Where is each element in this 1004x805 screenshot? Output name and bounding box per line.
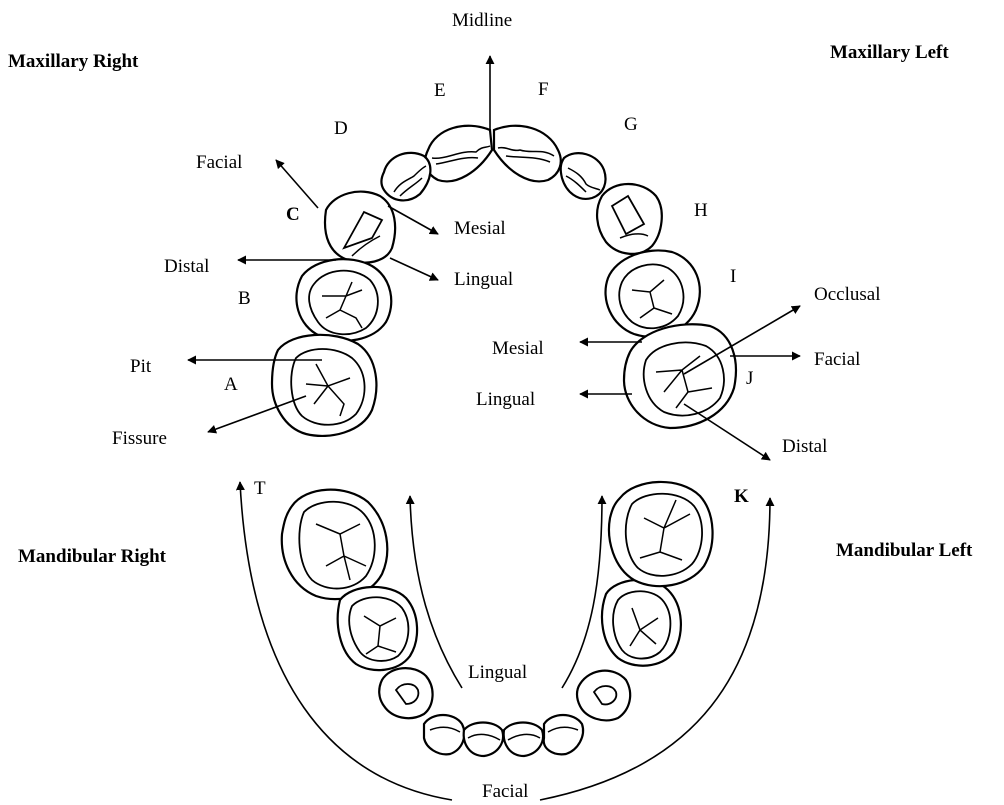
tooth-P (464, 723, 503, 757)
tooth-Q (424, 715, 464, 754)
lingual-curve-left (562, 496, 602, 688)
tooth-N (544, 715, 583, 754)
label-pit: Pit (130, 356, 152, 377)
tooth-B (296, 259, 391, 341)
tooth-J (624, 324, 736, 428)
tooth-C (325, 192, 395, 263)
tooth-O (504, 723, 543, 757)
tooth-H (597, 184, 662, 254)
quadrant-title-mandibular-left: Mandibular Left (836, 540, 973, 561)
tooth-letter-H: H (694, 200, 708, 221)
tooth-D (381, 153, 430, 201)
tooth-T (282, 490, 387, 599)
tooth-letter-J: J (746, 368, 753, 389)
tooth-A (272, 335, 376, 436)
tooth-letter-B: B (238, 288, 251, 309)
tooth-K (609, 482, 713, 586)
label-distal-left: Distal (164, 256, 209, 277)
label-lingual-lower: Lingual (468, 662, 527, 683)
tooth-letter-T: T (254, 478, 266, 499)
tooth-F (494, 126, 561, 182)
tooth-R (379, 668, 432, 718)
tooth-letter-K: K (734, 486, 749, 507)
facial-arrow-upper (276, 160, 318, 208)
tooth-letter-D: D (334, 118, 348, 139)
tooth-E (425, 126, 492, 182)
label-midline: Midline (452, 10, 512, 31)
label-facial-lower: Facial (482, 781, 528, 802)
quadrant-title-maxillary-right: Maxillary Right (8, 51, 139, 72)
tooth-S (338, 587, 417, 670)
label-distal-j: Distal (782, 436, 827, 457)
label-lingual-c: Lingual (454, 269, 513, 290)
tooth-letter-C: C (286, 204, 300, 225)
quadrant-title-maxillary-left: Maxillary Left (830, 42, 949, 63)
tooth-M (577, 671, 630, 721)
distal-arrow-j (684, 404, 770, 460)
lingual-curve-right (410, 496, 462, 688)
label-facial-j: Facial (814, 349, 860, 370)
tooth-L (602, 580, 681, 666)
label-facial-upper: Facial (196, 152, 242, 173)
label-mesial-c: Mesial (454, 218, 506, 239)
label-mesial-j: Mesial (492, 338, 544, 359)
tooth-letter-I: I (730, 266, 736, 287)
label-occlusal: Occlusal (814, 284, 880, 305)
tooth-letter-G: G (624, 114, 638, 135)
quadrant-title-mandibular-right: Mandibular Right (18, 546, 167, 567)
lingual-arrow-c (390, 258, 438, 280)
tooth-letter-A: A (224, 374, 238, 395)
tooth-letter-F: F (538, 79, 549, 100)
tooth-letter-E: E (434, 80, 446, 101)
label-lingual-j: Lingual (476, 389, 535, 410)
label-fissure: Fissure (112, 428, 167, 449)
tooth-G (561, 153, 606, 199)
